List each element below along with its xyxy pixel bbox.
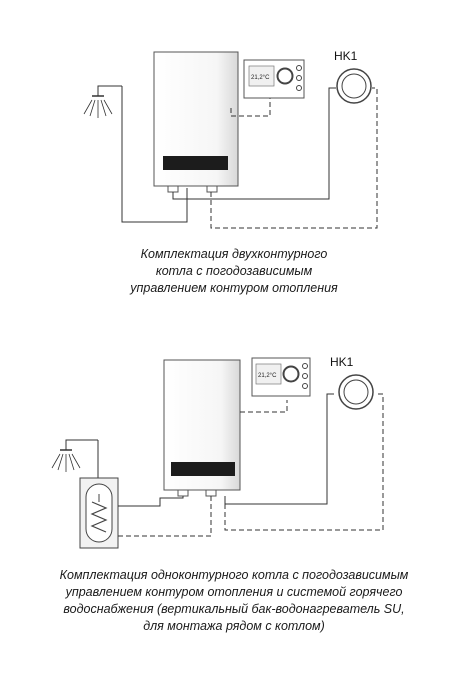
caption-1-line: управлением контуром отопления [130,281,338,295]
controller [251,357,311,397]
tank-return-pipe [118,496,212,537]
supply-pipe [172,87,336,200]
circuit-label-1: HK1 [334,49,358,63]
boiler-display-panel [171,462,235,476]
caption-1-line: котла с погодозависимым [155,264,313,278]
diagram-1 [83,51,378,229]
return-pipe [224,393,384,531]
caption-2: Комплектация одноконтурного котла с пого… [10,567,458,635]
caption-2-line: Комплектация одноконтурного котла с пого… [59,568,409,582]
tank-supply-pipe [118,496,184,507]
caption-1: Комплектация двухконтурного котла с пого… [10,246,458,297]
shower-head-icon [83,85,122,118]
hot-water-pipe [121,86,188,223]
circuit-label-2: HK1 [330,355,354,369]
controller-display-text-1: 21,2°C [251,75,270,81]
caption-2-line: для монтажа рядом с котлом) [143,619,325,633]
shower-head-icon [51,439,98,472]
controller-cable [240,400,288,413]
heating-circuit-icon [338,374,374,410]
boiler-display-panel [163,156,228,170]
controller-cable [230,98,271,117]
caption-2-line: управлением контуром отопления и системо… [65,585,403,599]
return-pipe [210,87,378,229]
supply-pipe [224,393,334,505]
caption-2-line: водоснабжения (вертикальный бак-водонагр… [63,602,405,616]
boiler [153,51,239,193]
controller-display-text-2: 21,2°C [258,373,277,379]
water-heater-tank [79,477,119,549]
heating-circuit-icon [336,68,372,104]
caption-1-line: Комплектация двухконтурного [140,247,328,261]
controller [243,59,305,99]
boiler [163,359,241,497]
diagram-2 [51,357,384,549]
